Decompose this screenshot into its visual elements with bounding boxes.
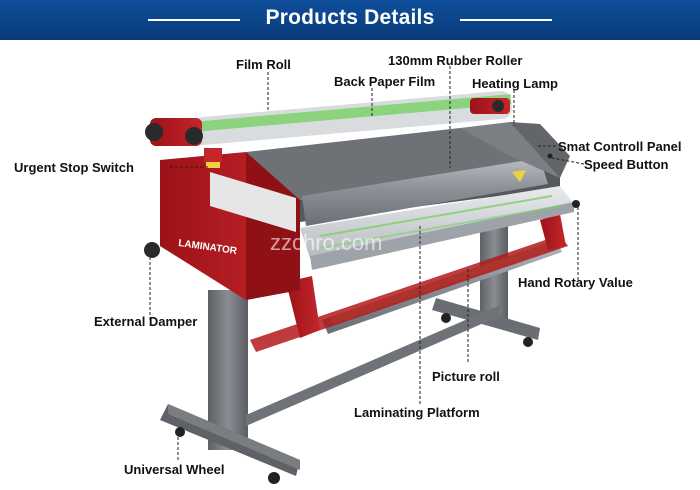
label-hand-rotary-valve: Hand Rotary Value (518, 275, 633, 290)
roll-knob-icon (185, 127, 203, 145)
hand-rotary-valve-icon (572, 200, 580, 208)
wheel-icon (523, 337, 533, 347)
watermark: zzchro.com (270, 230, 383, 255)
label-rubber-roller: 130mm Rubber Roller (388, 53, 523, 68)
laminating-platform (300, 186, 574, 270)
right-control-housing (460, 122, 580, 208)
banner-line-right (460, 19, 552, 21)
label-film-roll: Film Roll (236, 57, 291, 72)
label-speed-button: Speed Button (584, 157, 669, 172)
label-universal-wheel: Universal Wheel (124, 462, 225, 477)
wheel-icon (175, 427, 185, 437)
label-heating-lamp: Heating Lamp (472, 76, 558, 91)
rubber-roller (302, 158, 548, 226)
lower-left-bracket (286, 276, 320, 338)
stand-frame (160, 222, 540, 484)
banner-line-left (148, 19, 240, 21)
top-cover (246, 128, 560, 200)
label-back-paper-film: Back Paper Film (334, 74, 436, 89)
label-picture-roll: Picture roll (432, 369, 500, 384)
roll-knob-icon (145, 123, 163, 141)
label-laminating-platform: Laminating Platform (354, 405, 480, 420)
callout-leaders (149, 66, 585, 460)
page-title: Products Details (265, 6, 435, 29)
lower-right-bracket (540, 214, 566, 250)
wheel-icon (441, 313, 451, 323)
picture-roll (250, 235, 568, 352)
urgent-stop-switch-icon (206, 162, 220, 168)
header-banner: Products Details (0, 0, 700, 40)
label-external-damper: External Damper (94, 314, 198, 329)
speed-button-icon (547, 153, 553, 159)
label-urgent-stop-switch: Urgent Stop Switch (14, 160, 134, 175)
external-damper-icon (144, 242, 160, 258)
film-roll-assembly (145, 90, 512, 168)
left-body-housing (160, 152, 300, 300)
label-control-panel: Smat Controll Panel (558, 139, 682, 154)
wheel-icon (268, 472, 280, 484)
